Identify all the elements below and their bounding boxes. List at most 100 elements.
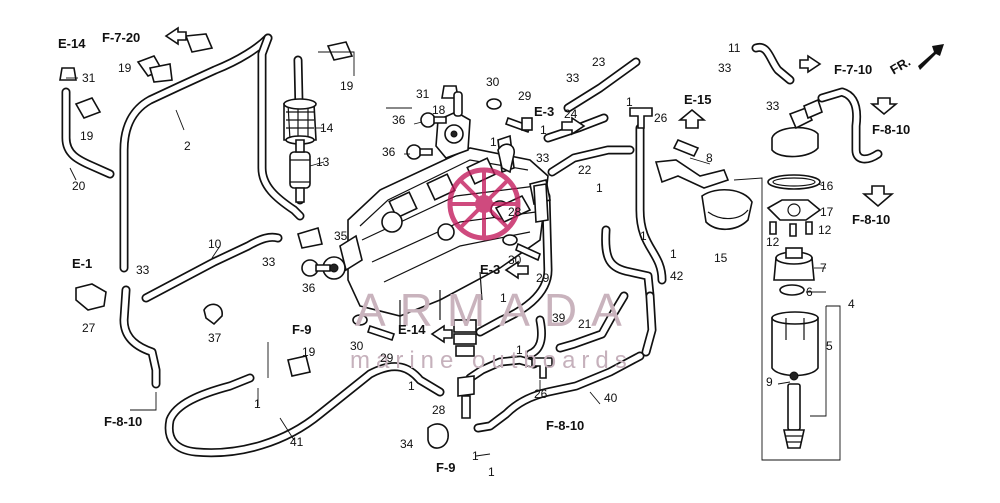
part-label[interactable]: 9 (766, 375, 773, 389)
part-label[interactable]: 1 (408, 379, 415, 393)
part-label[interactable]: 30 (350, 339, 364, 353)
ref-label[interactable]: E-14 (398, 322, 426, 337)
part-label[interactable]: 31 (416, 87, 430, 101)
part-label[interactable]: 29 (518, 89, 532, 103)
part-label[interactable]: 36 (392, 113, 406, 127)
part-label[interactable]: 33 (262, 255, 276, 269)
part-label[interactable]: 11 (728, 41, 741, 55)
part-label[interactable]: 1 (254, 397, 261, 411)
part-label[interactable]: 36 (382, 145, 396, 159)
part-label[interactable]: 37 (208, 331, 222, 345)
band-15 (701, 189, 753, 231)
part-label[interactable]: 1 (670, 247, 677, 261)
part-label[interactable]: 21 (578, 317, 592, 331)
part-label[interactable]: 7 (820, 261, 827, 275)
part-label[interactable]: 1 (640, 229, 647, 243)
part-label[interactable]: 39 (552, 311, 566, 325)
part-label[interactable]: 33 (536, 151, 550, 165)
part-label[interactable]: 29 (536, 271, 550, 285)
bolt-29 (366, 116, 541, 342)
part-label[interactable]: 22 (578, 163, 592, 177)
part-label[interactable]: 1 (490, 135, 497, 149)
part-label[interactable]: 10 (208, 237, 222, 251)
ref-label[interactable]: E-14 (58, 36, 86, 51)
ref-label[interactable]: F-7-20 (102, 30, 141, 45)
part-label[interactable]: 23 (592, 55, 606, 69)
part-label[interactable]: 4 (848, 297, 855, 311)
hose-23 (563, 57, 641, 113)
pickup-9 (783, 383, 805, 449)
ref-label[interactable]: F-8-10 (104, 414, 143, 429)
plate-17 (766, 199, 822, 221)
part-label[interactable]: 33 (718, 61, 732, 75)
leader-lines (66, 77, 826, 457)
part-label[interactable]: 30 (486, 75, 500, 89)
part-label[interactable]: 19 (302, 345, 316, 359)
part-label[interactable]: 33 (136, 263, 150, 277)
hose-20 (61, 87, 115, 179)
part-label[interactable]: 2 (184, 139, 191, 153)
hose-39 (475, 191, 553, 359)
watermark-emblem (447, 167, 521, 241)
part-label[interactable]: 1 (488, 465, 495, 479)
part-label[interactable]: 28 (432, 403, 446, 417)
part-label[interactable]: 1 (500, 291, 507, 305)
part-label[interactable]: 30 (508, 253, 522, 267)
clip-37 (203, 303, 223, 326)
arrows (164, 26, 944, 344)
ref-label[interactable]: E-1 (72, 256, 93, 271)
part-label[interactable]: 26 (654, 111, 668, 125)
part-label[interactable]: 1 (540, 123, 547, 137)
ref-label[interactable]: F-8-10 (546, 418, 585, 433)
ref-label[interactable]: F-9 (292, 322, 312, 337)
ref-label[interactable]: E-3 (480, 262, 501, 277)
part-label[interactable]: 19 (118, 61, 132, 75)
part-label[interactable]: 36 (302, 281, 316, 295)
part-label[interactable]: 6 (806, 285, 813, 299)
part-label[interactable]: 20 (72, 179, 86, 193)
ref-label[interactable]: E-3 (534, 104, 555, 119)
part-label[interactable]: 17 (820, 205, 834, 219)
part-label[interactable]: 1 (472, 449, 479, 463)
part-label[interactable]: 29 (380, 351, 394, 365)
part-label[interactable]: 33 (566, 71, 580, 85)
watermark-subtitle: marine outboards (350, 347, 633, 374)
part-label[interactable]: 1 (626, 95, 633, 109)
pump-cover (771, 98, 823, 158)
part-label[interactable]: 26 (534, 387, 548, 401)
part-label[interactable]: 14 (320, 121, 334, 135)
part-label[interactable]: 19 (80, 129, 94, 143)
part-label[interactable]: 8 (706, 151, 713, 165)
cartridge-5 (771, 311, 819, 381)
part-label[interactable]: 35 (334, 229, 348, 243)
part-label[interactable]: 40 (604, 391, 618, 405)
part-label[interactable]: 18 (432, 103, 446, 117)
part-label[interactable]: 1 (596, 181, 603, 195)
hose-42 (601, 123, 667, 301)
ref-label[interactable]: E-15 (684, 92, 712, 107)
part-label[interactable]: 28 (508, 205, 522, 219)
part-label[interactable]: 12 (766, 235, 780, 249)
block-stack (453, 319, 477, 357)
part-label[interactable]: 5 (826, 339, 833, 353)
ref-label[interactable]: F-8-10 (872, 122, 911, 137)
ref-label[interactable]: F-7-10 (834, 62, 873, 77)
part-label[interactable]: 42 (670, 269, 684, 283)
part-label[interactable]: 34 (400, 437, 414, 451)
screws-12 (769, 221, 813, 237)
part-label[interactable]: 41 (290, 435, 304, 449)
part-label[interactable]: 33 (766, 99, 780, 113)
part-label[interactable]: 31 (82, 71, 96, 85)
part-label[interactable]: 19 (340, 79, 354, 93)
part-label[interactable]: 15 (714, 251, 728, 265)
part-label[interactable]: 24 (564, 107, 578, 121)
part-label[interactable]: 16 (820, 179, 834, 193)
part-label[interactable]: 1 (516, 343, 523, 357)
ref-label[interactable]: F-8-10 (852, 212, 891, 227)
part-label[interactable]: 12 (818, 223, 832, 237)
part-label[interactable]: 27 (82, 321, 96, 335)
part-label[interactable]: 13 (316, 155, 330, 169)
ref-label[interactable]: F-9 (436, 460, 456, 475)
